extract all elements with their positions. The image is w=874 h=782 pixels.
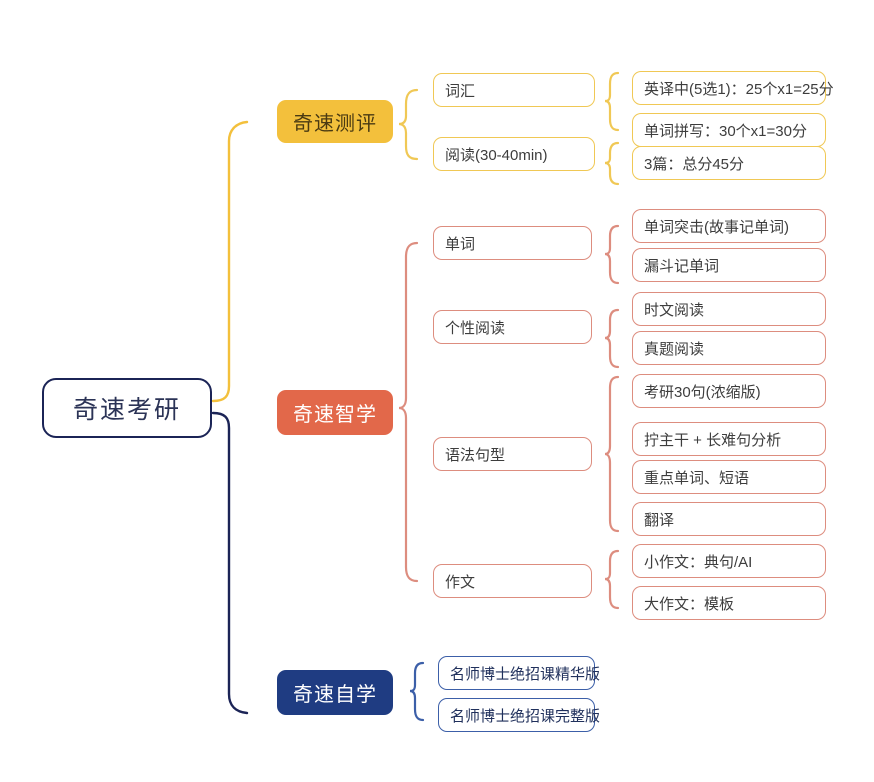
- child-node-jinghuaban[interactable]: 名师博士绝招课精华版: [438, 656, 600, 690]
- leaf-node-dazuowen[interactable]: 大作文：模板: [632, 586, 826, 620]
- branch-node-ceping[interactable]: 奇速测评: [277, 100, 393, 143]
- leaf-label-ningzhugan: 拧主干 + 长难句分析: [644, 431, 782, 449]
- leaf-node-yingyizhong[interactable]: 英译中(5选1)：25个x1=25分: [632, 71, 834, 105]
- leaf-node-kaoyan30ju[interactable]: 考研30句(浓缩版): [632, 374, 826, 408]
- branch-node-zixue[interactable]: 奇速自学: [277, 670, 393, 715]
- brace-danci-leaves: [604, 224, 620, 285]
- brace-root-to-ceping: [211, 120, 249, 403]
- leaf-node-sanpian[interactable]: 3篇：总分45分: [632, 146, 826, 180]
- leaf-label-sanpian: 3篇：总分45分: [644, 155, 745, 173]
- child-label-zuowen: 作文: [445, 573, 476, 591]
- brace-zixue-children: [409, 661, 425, 722]
- child-node-cihui[interactable]: 词汇: [433, 73, 595, 107]
- child-label-yufajuxing: 语法句型: [445, 446, 506, 464]
- leaf-label-dazuowen: 大作文：模板: [644, 595, 735, 613]
- child-label-gexingyuedu: 个性阅读: [445, 319, 506, 337]
- child-label-yuedu: 阅读(30-40min): [445, 146, 548, 164]
- root-node[interactable]: 奇速考研: [42, 378, 212, 438]
- brace-yuedu-leaves: [604, 141, 620, 186]
- brace-zhixue-children: [398, 241, 419, 583]
- leaf-label-loudoujidanci: 漏斗记单词: [644, 257, 720, 275]
- leaf-label-kaoyan30ju: 考研30句(浓缩版): [644, 383, 761, 401]
- leaf-node-dancituji[interactable]: 单词突击(故事记单词): [632, 209, 826, 243]
- brace-zuowen-leaves: [604, 549, 620, 610]
- leaf-node-zhentiyuedu[interactable]: 真题阅读: [632, 331, 826, 365]
- brace-yufa-leaves: [604, 375, 620, 533]
- leaf-label-dancipinxie: 单词拼写：30个x1=30分: [644, 122, 807, 140]
- child-node-gexingyuedu[interactable]: 个性阅读: [433, 310, 592, 344]
- leaf-node-fanyi[interactable]: 翻译: [632, 502, 826, 536]
- leaf-label-yingyizhong: 英译中(5选1)：25个x1=25分: [644, 80, 834, 98]
- leaf-label-fanyi: 翻译: [644, 511, 675, 529]
- branch-label-ceping: 奇速测评: [293, 113, 377, 135]
- leaf-node-zhongdiandanci[interactable]: 重点单词、短语: [632, 460, 826, 494]
- child-node-danci[interactable]: 单词: [433, 226, 592, 260]
- root-label: 奇速考研: [72, 396, 181, 424]
- brace-root-to-zixue: [211, 411, 249, 715]
- leaf-node-dancipinxie[interactable]: 单词拼写：30个x1=30分: [632, 113, 826, 147]
- leaf-label-shiwenyuedu: 时文阅读: [644, 301, 705, 319]
- leaf-node-shiwenyuedu[interactable]: 时文阅读: [632, 292, 826, 326]
- brace-ceping-children: [398, 88, 419, 161]
- child-label-cihui: 词汇: [445, 82, 476, 100]
- child-node-yufajuxing[interactable]: 语法句型: [433, 437, 592, 471]
- child-node-wanzhengban[interactable]: 名师博士绝招课完整版: [438, 698, 600, 732]
- branch-label-zixue: 奇速自学: [293, 684, 377, 706]
- child-node-zuowen[interactable]: 作文: [433, 564, 592, 598]
- child-label-wanzhengban: 名师博士绝招课完整版: [450, 707, 601, 725]
- leaf-node-loudoujidanci[interactable]: 漏斗记单词: [632, 248, 826, 282]
- leaf-node-xiaozuowen[interactable]: 小作文：典句/AI: [632, 544, 826, 578]
- brace-cihui-leaves: [604, 71, 620, 132]
- leaf-node-ningzhugan[interactable]: 拧主干 + 长难句分析: [632, 422, 826, 456]
- brace-gexing-leaves: [604, 308, 620, 369]
- leaf-label-zhentiyuedu: 真题阅读: [644, 340, 705, 358]
- child-label-jinghuaban: 名师博士绝招课精华版: [450, 665, 601, 683]
- leaf-label-xiaozuowen: 小作文：典句/AI: [644, 553, 753, 571]
- branch-node-zhixue[interactable]: 奇速智学: [277, 390, 393, 435]
- leaf-label-dancituji: 单词突击(故事记单词): [644, 218, 789, 236]
- child-label-danci: 单词: [445, 235, 476, 253]
- branch-label-zhixue: 奇速智学: [293, 404, 377, 426]
- leaf-label-zhongdiandanci: 重点单词、短语: [644, 469, 750, 487]
- child-node-yuedu[interactable]: 阅读(30-40min): [433, 137, 595, 171]
